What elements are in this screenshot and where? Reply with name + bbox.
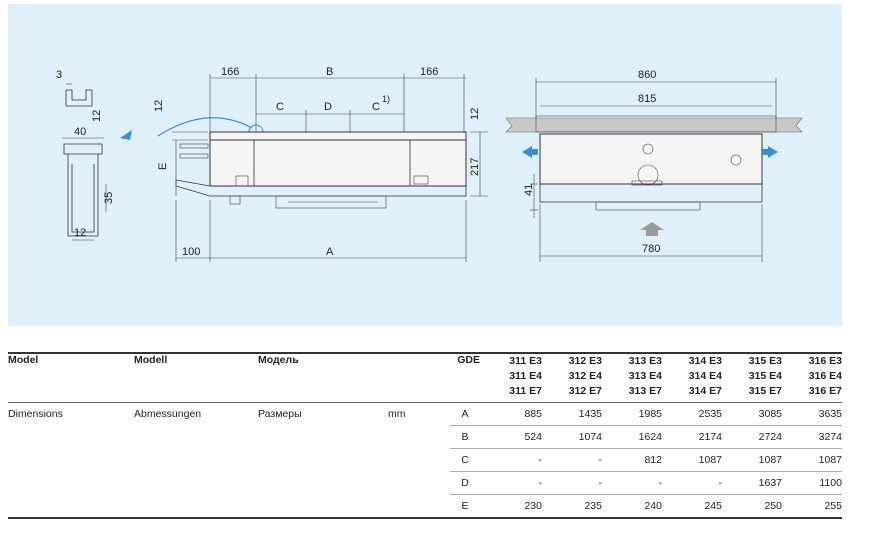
table-cell: 812 [602, 448, 662, 472]
table-cell: 2535 [662, 402, 722, 426]
table-row: E 230 235 240 245 250 255 [8, 494, 842, 519]
table-cell: 1985 [602, 402, 662, 426]
front-view: 860 815 41 [505, 69, 803, 262]
table-cell: 1074 [542, 425, 602, 449]
table-cell: 3274 [782, 425, 842, 449]
dim-key: E [450, 494, 480, 519]
table-cell: 3635 [782, 402, 842, 426]
dim-key: B [450, 425, 480, 449]
airflow-left-arrow-icon [522, 146, 532, 158]
airflow-right-arrow-icon [768, 146, 778, 158]
detail-arrowhead-icon [120, 130, 132, 140]
dim-B: B [326, 66, 333, 78]
dim-35: 35 [103, 192, 115, 204]
dim-860: 860 [638, 69, 656, 81]
detail-pointer-arrow [157, 117, 253, 137]
header-model-de: Modell [134, 352, 258, 403]
dim-key: C [450, 448, 480, 472]
dim-C-left: C [276, 101, 284, 113]
table-cell: 2724 [722, 425, 782, 449]
table-cell: 1100 [782, 471, 842, 495]
table-cell: 240 [602, 494, 662, 519]
table-row: C - - 812 1087 1087 1087 [8, 448, 842, 472]
table-cell: 1087 [662, 448, 722, 472]
table-cell: 250 [722, 494, 782, 519]
side-view: 166 B 166 C D C 1) [153, 66, 488, 262]
table-cell: - [480, 471, 542, 495]
row-label-ru: Размеры [258, 408, 302, 420]
dim-key: D [450, 471, 480, 495]
dim-217: 217 [469, 158, 481, 176]
table-cell: 1637 [722, 471, 782, 495]
table-cell: 245 [662, 494, 722, 519]
bracket-detail: 40 35 12 [62, 126, 115, 241]
table-cell: 1087 [722, 448, 782, 472]
table-cell: - [542, 471, 602, 495]
table-cell: 885 [480, 402, 542, 426]
unit-label: mm [388, 408, 406, 420]
dim-12-right: 12 [469, 108, 481, 120]
dim-12-left: 12 [153, 100, 165, 112]
header-series: GDE [450, 352, 480, 403]
table-cell: 235 [542, 494, 602, 519]
table-row: Dimensions Abmessungen Размеры mm A 885 … [8, 402, 842, 426]
table-cell: 2174 [662, 425, 722, 449]
dim-12-bottom: 12 [74, 227, 86, 239]
dim-12-profile: 12 [91, 110, 103, 122]
rail-profile-detail: 3 12 [56, 69, 103, 122]
dim-40: 40 [74, 126, 86, 138]
table-cell: 524 [480, 425, 542, 449]
table-cell: 1435 [542, 402, 602, 426]
dim-780: 780 [642, 243, 660, 255]
dim-D: D [324, 101, 332, 113]
table-cell: - [602, 471, 662, 495]
table-cell: - [480, 448, 542, 472]
dim-E: E [157, 163, 169, 170]
table-cell: - [542, 448, 602, 472]
table-cell: 230 [480, 494, 542, 519]
dim-C-right: C [372, 101, 380, 113]
table-cell: 1624 [602, 425, 662, 449]
header-model-en: Model [8, 352, 134, 403]
dim-C-footnote: 1) [382, 94, 390, 104]
dim-166-right: 166 [420, 66, 438, 78]
dim-815: 815 [638, 93, 656, 105]
dim-166-left: 166 [221, 66, 239, 78]
header-model-ru: Модель [258, 352, 388, 403]
dim-100: 100 [182, 246, 200, 258]
table-row: B 524 1074 1624 2174 2724 3274 [8, 425, 842, 449]
table-cell: 1087 [782, 448, 842, 472]
technical-drawing-panel: 3 12 40 35 12 166 B 166 [8, 4, 842, 326]
row-label-de: Abmessungen [134, 408, 202, 420]
dim-key: A [450, 402, 480, 426]
row-label-en: Dimensions [8, 408, 63, 420]
dimension-drawing: 3 12 40 35 12 166 B 166 [56, 66, 803, 262]
table-cell: 255 [782, 494, 842, 519]
air-intake-arrow-icon [640, 222, 664, 236]
table-cell: - [662, 471, 722, 495]
dim-41: 41 [523, 184, 535, 196]
table-row: D - - - - 1637 1100 [8, 471, 842, 495]
dim-A: A [326, 246, 334, 258]
dim-3: 3 [56, 69, 62, 81]
table-cell: 3085 [722, 402, 782, 426]
